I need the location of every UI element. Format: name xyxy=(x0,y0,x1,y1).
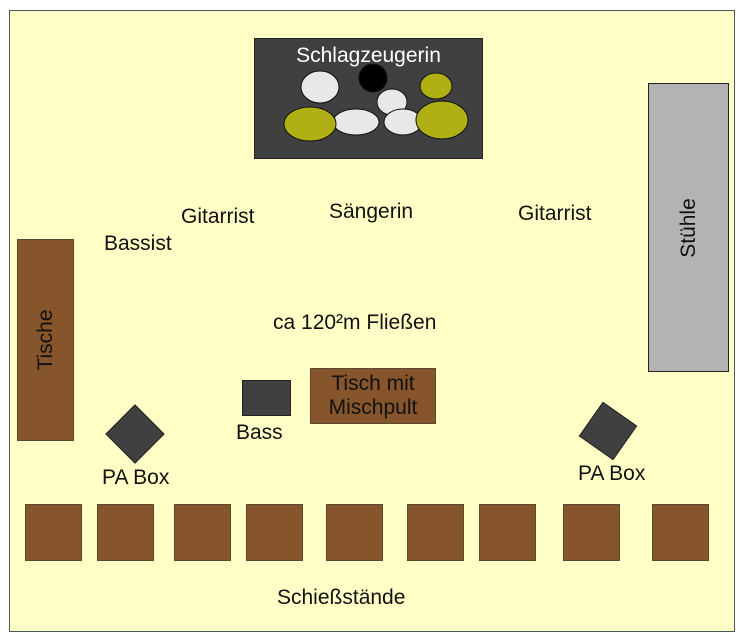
shooting-stand xyxy=(174,504,231,561)
tables-area: Tische xyxy=(17,239,74,441)
shooting-stand xyxy=(97,504,154,561)
bass-amp-label: Bass xyxy=(236,421,283,444)
drum-kit-elements xyxy=(283,63,469,142)
floor-tom-middle xyxy=(332,108,380,136)
cymbal-top-right xyxy=(419,72,453,100)
cymbal-bottom-right xyxy=(415,100,469,140)
shooting-stand xyxy=(326,504,383,561)
floor-note: ca 120²m Fließen xyxy=(273,311,437,334)
chairs-label: Stühle xyxy=(676,197,700,258)
cymbal-bottom-left xyxy=(283,106,337,142)
shooting-stand xyxy=(652,504,709,561)
pa-box-right-label: PA Box xyxy=(578,462,646,485)
bass-amp xyxy=(242,380,291,416)
kick-drum xyxy=(358,63,388,93)
chairs-area: Stühle xyxy=(648,83,729,372)
shooting-stands-label: Schießstände xyxy=(277,586,406,609)
drum-kit: Schlagzeugerin xyxy=(254,38,483,159)
singer-label: Sängerin xyxy=(329,200,414,223)
shooting-stand xyxy=(563,504,620,561)
mixer-table-line1: Tisch mit xyxy=(331,372,415,395)
shooting-stand xyxy=(25,504,82,561)
shooting-stand xyxy=(479,504,536,561)
tables-label: Tische xyxy=(33,309,57,371)
mixer-table-line2: Mischpult xyxy=(328,396,418,419)
shooting-stand xyxy=(246,504,303,561)
drummer-label: Schlagzeugerin xyxy=(296,44,441,67)
shooting-stand xyxy=(407,504,464,561)
pa-box-left-label: PA Box xyxy=(102,466,170,489)
guitarist-right-label: Gitarrist xyxy=(518,202,592,225)
tom-drum xyxy=(300,70,340,104)
guitarist-left-label: Gitarrist xyxy=(181,205,255,228)
bassist-label: Bassist xyxy=(104,232,172,255)
mixer-table: Tisch mit Mischpult xyxy=(310,368,436,424)
